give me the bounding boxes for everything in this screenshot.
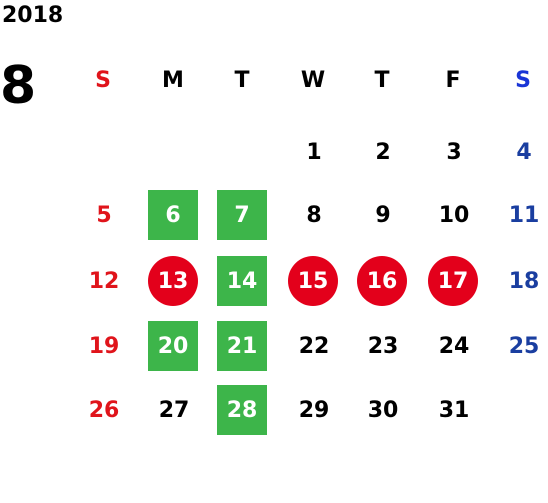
day-cell[interactable]: 1 xyxy=(306,139,322,165)
day-cell-green-highlight[interactable]: 14 xyxy=(217,256,267,306)
day-cell[interactable]: 3 xyxy=(446,139,462,165)
day-cell[interactable]: 24 xyxy=(438,333,470,359)
day-cell[interactable]: 10 xyxy=(438,202,470,228)
day-cell[interactable]: 2 xyxy=(375,139,391,165)
day-cell[interactable]: 18 xyxy=(508,268,540,294)
weekday-header: W xyxy=(300,67,326,93)
day-cell[interactable]: 31 xyxy=(438,397,470,423)
year-label: 2018 xyxy=(2,3,64,28)
weekday-header: S xyxy=(95,67,111,93)
day-cell[interactable]: 19 xyxy=(88,333,120,359)
weekday-header: T xyxy=(234,67,250,93)
day-cell[interactable]: 22 xyxy=(298,333,330,359)
day-cell-red-highlight[interactable]: 13 xyxy=(148,256,198,306)
day-cell-green-highlight[interactable]: 20 xyxy=(148,321,198,371)
day-cell[interactable]: 23 xyxy=(367,333,399,359)
day-cell-red-highlight[interactable]: 17 xyxy=(428,256,478,306)
day-cell-green-highlight[interactable]: 6 xyxy=(148,190,198,240)
day-cell[interactable]: 12 xyxy=(88,268,120,294)
day-cell[interactable]: 5 xyxy=(96,202,112,228)
day-cell-red-highlight[interactable]: 15 xyxy=(288,256,338,306)
day-cell-green-highlight[interactable]: 21 xyxy=(217,321,267,371)
weekday-header: F xyxy=(445,67,461,93)
day-cell-red-highlight[interactable]: 16 xyxy=(357,256,407,306)
day-cell[interactable]: 30 xyxy=(367,397,399,423)
day-cell-green-highlight[interactable]: 7 xyxy=(217,190,267,240)
day-cell[interactable]: 11 xyxy=(508,202,540,228)
day-cell[interactable]: 29 xyxy=(298,397,330,423)
day-cell[interactable]: 4 xyxy=(516,139,532,165)
day-cell[interactable]: 9 xyxy=(375,202,391,228)
day-cell-green-highlight[interactable]: 28 xyxy=(217,385,267,435)
weekday-header: S xyxy=(515,67,531,93)
month-number: 8 xyxy=(0,56,37,116)
day-cell[interactable]: 27 xyxy=(158,397,190,423)
day-cell[interactable]: 8 xyxy=(306,202,322,228)
weekday-header: M xyxy=(162,67,184,93)
weekday-header: T xyxy=(374,67,390,93)
day-cell[interactable]: 26 xyxy=(88,397,120,423)
day-cell[interactable]: 25 xyxy=(508,333,540,359)
